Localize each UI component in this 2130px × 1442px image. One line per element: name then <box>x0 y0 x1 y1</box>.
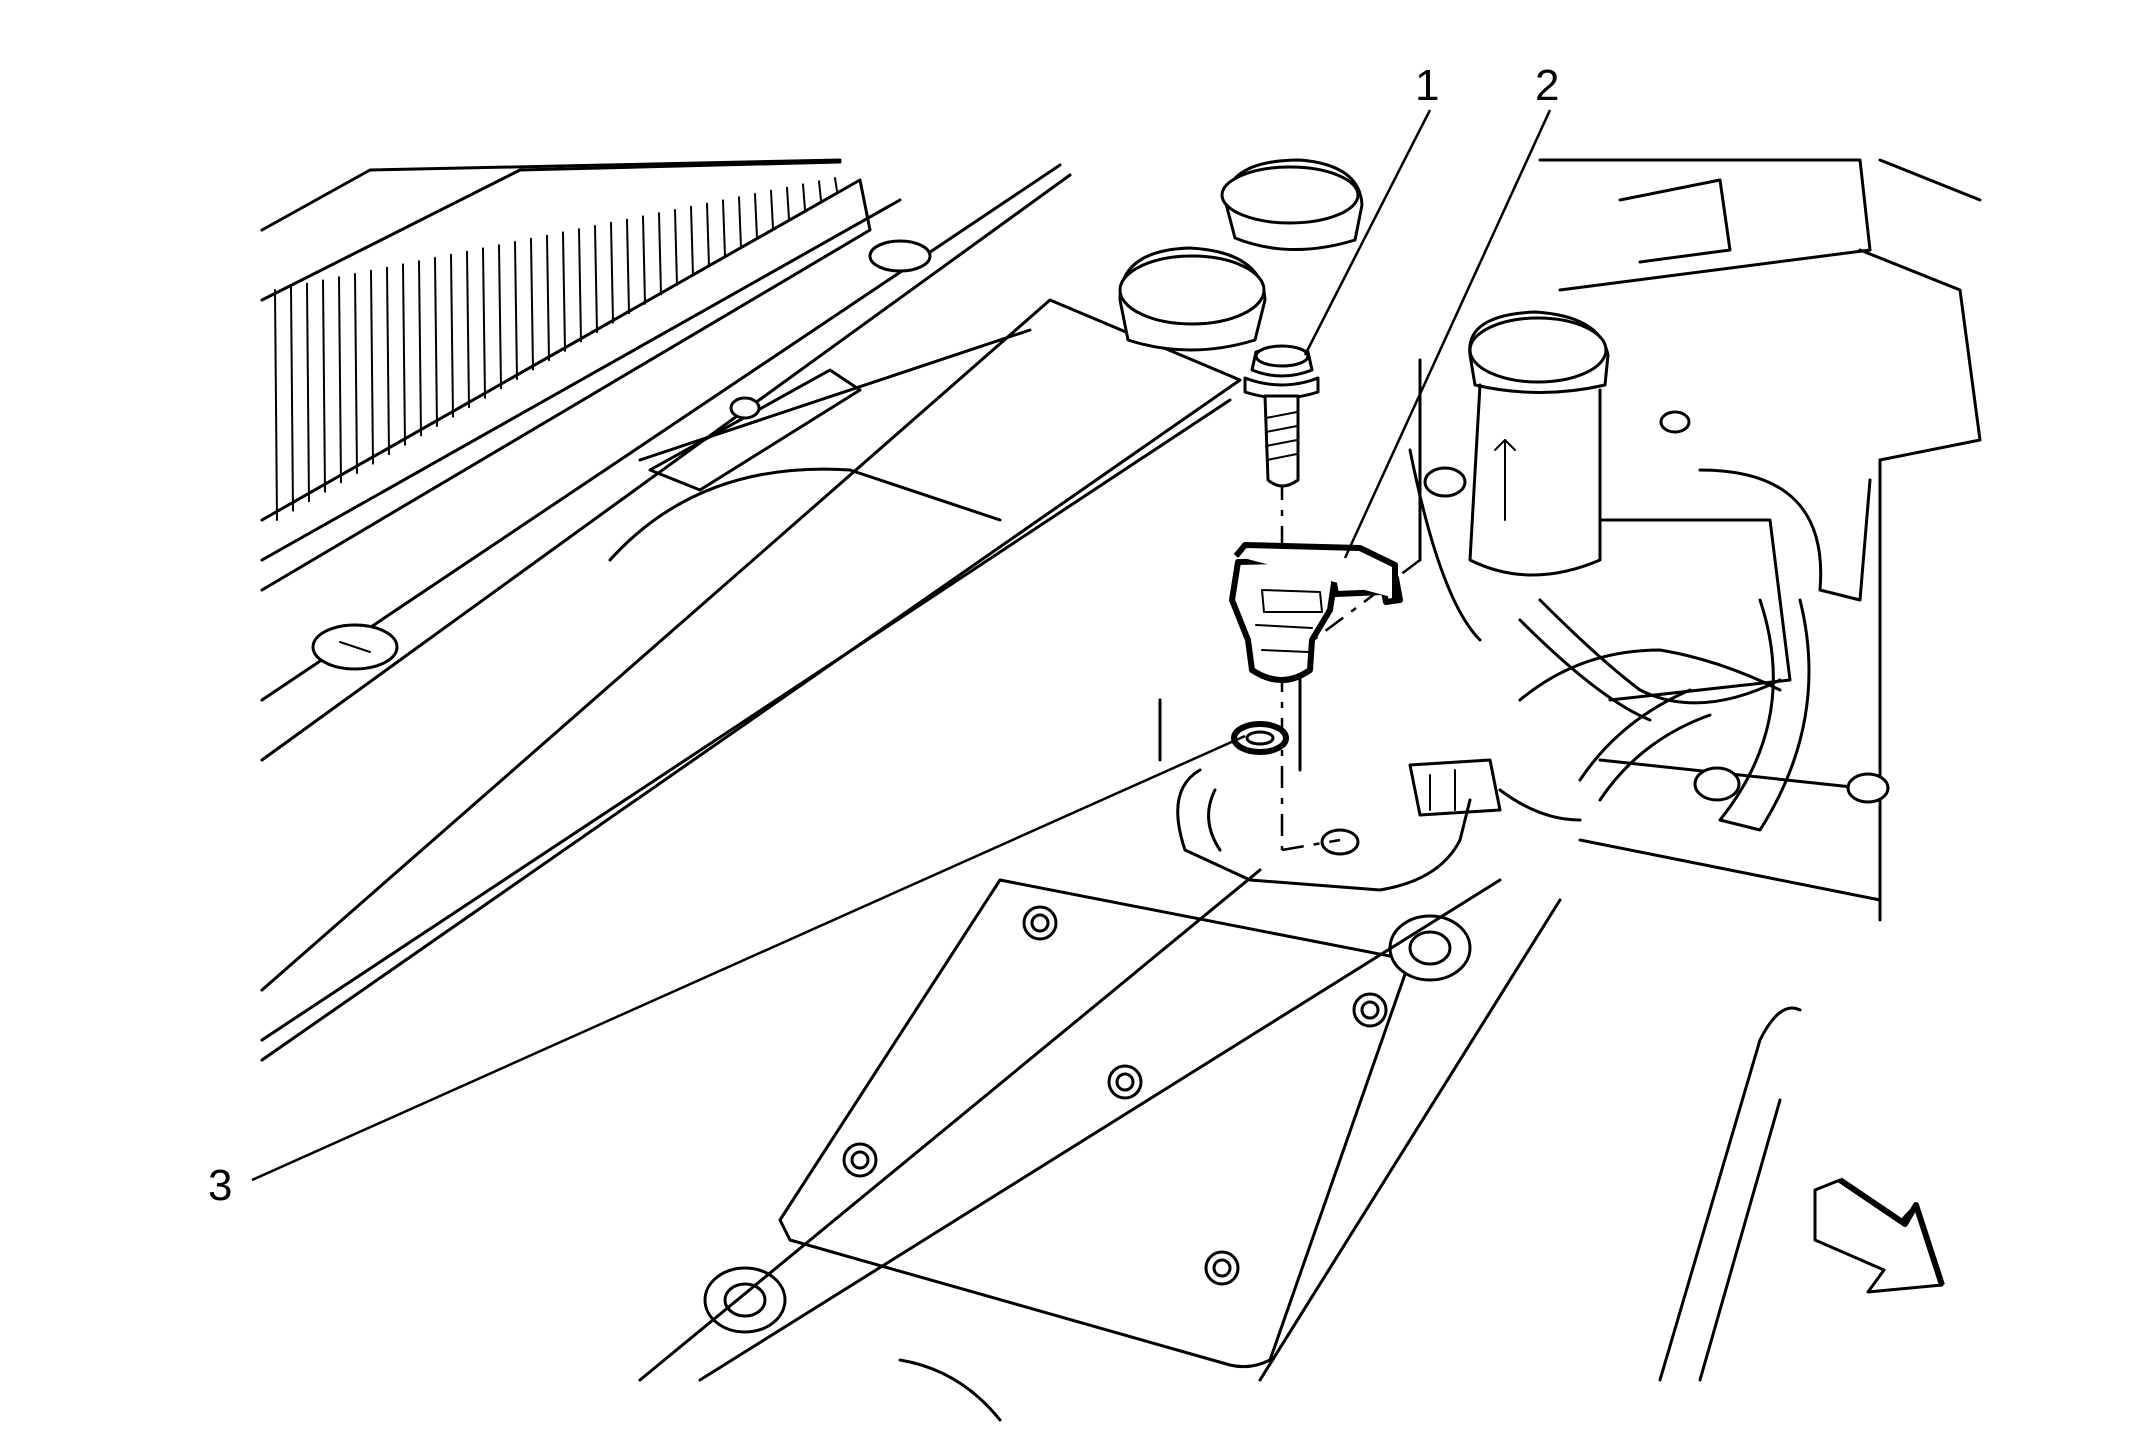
cowl-grille <box>260 158 902 592</box>
grille-slat <box>546 234 550 362</box>
grille-slat <box>770 189 774 230</box>
grille-slat <box>466 250 470 409</box>
grille-slat <box>482 247 486 399</box>
grille-slat <box>290 285 294 512</box>
sensor-bolt <box>1243 344 1320 488</box>
grille-slat <box>578 228 582 343</box>
grille-slat <box>370 269 374 465</box>
grille-slat <box>562 231 566 352</box>
grille-slat <box>434 257 438 427</box>
grille-slat <box>818 180 822 202</box>
grille-slat <box>274 289 278 521</box>
grille-slats <box>274 177 838 521</box>
grille-slat <box>514 241 518 380</box>
grille-slat <box>338 276 342 484</box>
sensor-body <box>1229 542 1403 683</box>
grille-slat <box>450 253 454 418</box>
grille-slat <box>322 279 326 493</box>
grille-slat <box>674 209 678 286</box>
grille-slat <box>754 193 758 239</box>
grille-slat <box>802 183 806 211</box>
grille-slat <box>658 212 662 296</box>
grille-slat <box>306 282 310 503</box>
forward-arrow-icon <box>1813 1177 1945 1294</box>
grille-slat <box>354 273 358 474</box>
callout-labels: 1 2 3 <box>208 61 1559 1210</box>
grille-slat <box>530 237 534 371</box>
grille-slat <box>834 177 838 192</box>
grille-slat <box>498 244 502 390</box>
grille-slat <box>738 196 742 249</box>
grille-slat <box>402 263 406 446</box>
grille-slat <box>706 202 710 268</box>
reservoir-caps <box>1118 158 1610 577</box>
grille-slat <box>786 186 790 221</box>
engine-components-right <box>1408 158 1982 922</box>
grille-slat <box>626 218 630 315</box>
engine-cover-plate <box>638 868 1802 1422</box>
grille-slat <box>642 215 646 305</box>
grille-slat <box>594 225 598 333</box>
grille-slat <box>610 221 614 324</box>
wiring-harness <box>1408 598 1782 822</box>
grille-slat <box>418 260 422 437</box>
callout-3-label: 3 <box>208 1161 232 1210</box>
grille-slat <box>690 205 694 277</box>
grille-slat <box>722 199 726 258</box>
sensor-seal <box>1231 721 1289 755</box>
grille-slat <box>386 266 390 456</box>
callout-2-label: 2 <box>1535 61 1559 110</box>
callout-leaders <box>251 109 1552 1182</box>
callout-1-label: 1 <box>1415 61 1439 110</box>
